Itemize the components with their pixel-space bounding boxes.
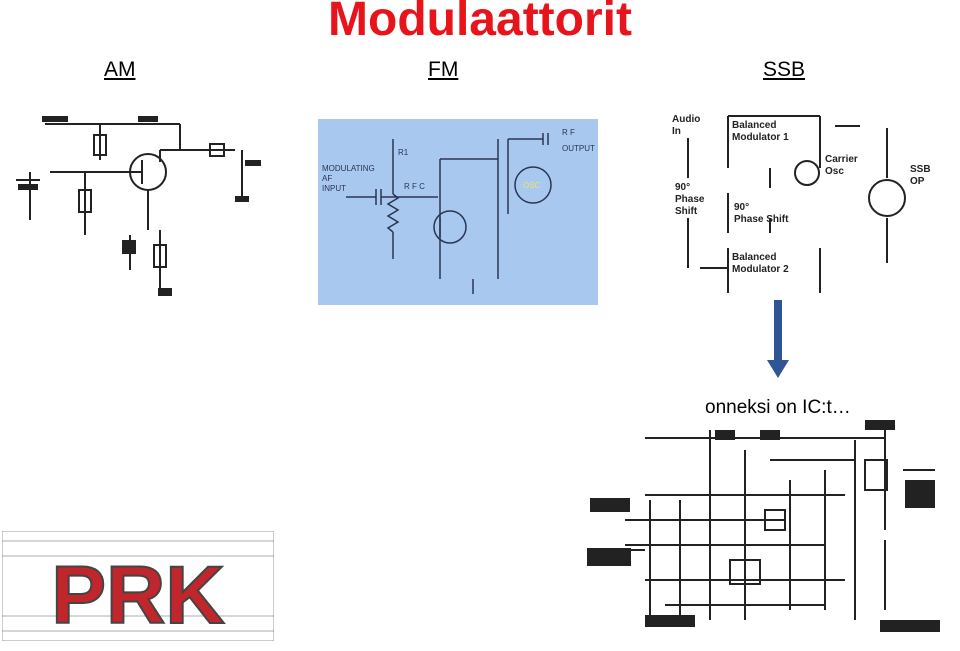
ssb-phase-mid-1: 90° <box>734 202 749 213</box>
fm-osc-label: OSC <box>523 181 541 190</box>
ssb-block-diagram: Audio In Balanced Modulator 1 90° Phase … <box>672 114 931 293</box>
ssb-audio-in-1: Audio <box>672 114 700 125</box>
fm-input-label-2: AF <box>322 174 332 183</box>
fm-input-label-1: MODULATING <box>322 164 375 173</box>
page-title: Modulaattorit <box>328 0 632 46</box>
ssb-label: SSB <box>763 58 806 81</box>
down-arrow-icon <box>767 300 789 378</box>
fm-output-label-1: R F <box>562 128 575 137</box>
ssb-balanced-mod-2a: Balanced <box>732 252 776 263</box>
ssb-balanced-mod-2b: Modulator 2 <box>732 264 789 275</box>
ssb-phase-mid-2: Phase Shift <box>734 214 789 225</box>
ic-note: onneksi on IC:t… <box>705 397 851 418</box>
fm-schematic: MODULATING AF INPUT R F OUTPUT R1 R F C … <box>318 119 598 305</box>
ssb-balanced-mod-1b: Modulator 1 <box>732 132 789 143</box>
fm-input-label-3: INPUT <box>322 184 346 193</box>
ssb-carrier-1: Carrier <box>825 154 858 165</box>
fm-output-label-2: OUTPUT <box>562 144 595 153</box>
fm-label: FM <box>428 58 459 81</box>
ssb-balanced-mod-1a: Balanced <box>732 120 776 131</box>
prk-logo-text: PRK <box>51 550 224 641</box>
ssb-phase-left-1: 90° <box>675 182 690 193</box>
ssb-out-1: SSB <box>910 164 931 175</box>
fm-rfc-label: R F C <box>404 182 425 191</box>
fm-r-label: R1 <box>398 148 409 157</box>
ssb-phase-left-3: Shift <box>675 206 698 217</box>
am-schematic <box>16 116 261 296</box>
ssb-carrier-2: Osc <box>825 166 844 177</box>
ssb-audio-in-2: In <box>672 126 681 137</box>
ssb-out-2: OP <box>910 176 925 187</box>
ic-schematic <box>587 420 940 632</box>
am-label: AM <box>104 58 136 81</box>
prk-logo: PRK <box>2 531 274 641</box>
ssb-phase-left-2: Phase <box>675 194 705 205</box>
